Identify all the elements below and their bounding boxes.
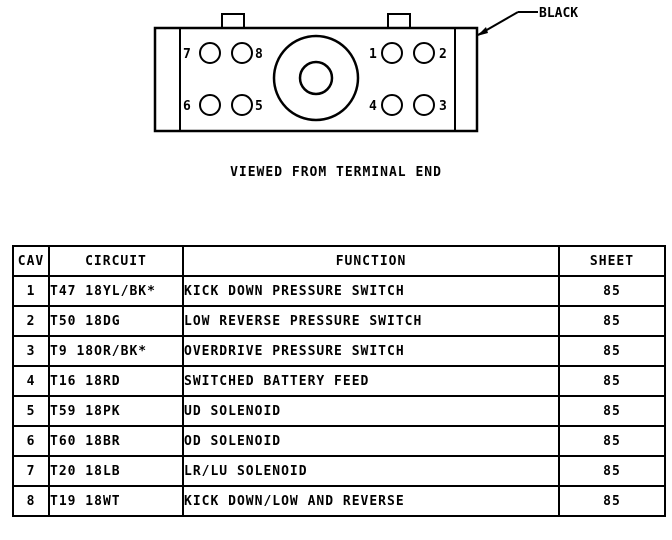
sheet-cell: 85 (558, 425, 666, 457)
cav-cell: 1 (12, 275, 50, 307)
function-cell: KICK DOWN PRESSURE SWITCH (182, 275, 560, 307)
table-row: 7 T20 18LB LR/LU SOLENOID 85 (12, 455, 666, 487)
cavity-6 (199, 94, 221, 116)
function-cell: LOW REVERSE PRESSURE SWITCH (182, 305, 560, 337)
function-cell: UD SOLENOID (182, 395, 560, 427)
cavity-4 (381, 94, 403, 116)
table-row: 3 T9 18OR/BK* OVERDRIVE PRESSURE SWITCH … (12, 335, 666, 367)
circuit-cell: T47 18YL/BK* (48, 275, 184, 307)
pin-label-5: 5 (255, 99, 263, 114)
circuit-cell: T19 18WT (48, 485, 184, 517)
circuit-cell: T50 18DG (48, 305, 184, 337)
cavity-5 (231, 94, 253, 116)
circuit-cell: T60 18BR (48, 425, 184, 457)
sheet-cell: 85 (558, 275, 666, 307)
pin-label-7: 7 (183, 47, 191, 62)
pin-label-3: 3 (439, 99, 447, 114)
cav-cell: 7 (12, 455, 50, 487)
function-cell: SWITCHED BATTERY FEED (182, 365, 560, 397)
table-row: 5 T59 18PK UD SOLENOID 85 (12, 395, 666, 427)
header-sheet: SHEET (558, 245, 666, 277)
cavity-8 (231, 42, 253, 64)
pin-label-8: 8 (255, 47, 263, 62)
table-row: 4 T16 18RD SWITCHED BATTERY FEED 85 (12, 365, 666, 397)
cavity-3 (413, 94, 435, 116)
circuit-cell: T16 18RD (48, 365, 184, 397)
header-function: FUNCTION (182, 245, 560, 277)
sheet-cell: 85 (558, 335, 666, 367)
connector-color-label: BLACK (539, 6, 578, 21)
header-cav: CAV (12, 245, 50, 277)
function-cell: OVERDRIVE PRESSURE SWITCH (182, 335, 560, 367)
pin-label-2: 2 (439, 47, 447, 62)
function-cell: LR/LU SOLENOID (182, 455, 560, 487)
sheet-cell: 85 (558, 485, 666, 517)
cav-cell: 3 (12, 335, 50, 367)
function-cell: KICK DOWN/LOW AND REVERSE (182, 485, 560, 517)
circuit-cell: T9 18OR/BK* (48, 335, 184, 367)
cav-cell: 8 (12, 485, 50, 517)
table-row: 1 T47 18YL/BK* KICK DOWN PRESSURE SWITCH… (12, 275, 666, 307)
table-row: 8 T19 18WT KICK DOWN/LOW AND REVERSE 85 (12, 485, 666, 517)
pin-label-4: 4 (369, 99, 377, 114)
connector-tab-right (387, 13, 411, 29)
cavity-1 (381, 42, 403, 64)
cavity-7 (199, 42, 221, 64)
sheet-cell: 85 (558, 365, 666, 397)
cav-cell: 2 (12, 305, 50, 337)
connector-diagram: 7 8 6 5 1 2 4 3 BLACK (153, 6, 578, 133)
function-cell: OD SOLENOID (182, 425, 560, 457)
center-boss-inner (298, 60, 334, 96)
table-header-row: CAV CIRCUIT FUNCTION SHEET (12, 245, 666, 277)
sheet-cell: 85 (558, 395, 666, 427)
pin-label-1: 1 (369, 47, 377, 62)
color-leader-arrow (477, 27, 488, 36)
cavity-2 (413, 42, 435, 64)
table-row: 6 T60 18BR OD SOLENOID 85 (12, 425, 666, 457)
connector-tab-left (221, 13, 245, 29)
cav-cell: 6 (12, 425, 50, 457)
cav-cell: 4 (12, 365, 50, 397)
view-caption: VIEWED FROM TERMINAL END (230, 165, 442, 180)
sheet-cell: 85 (558, 455, 666, 487)
header-circuit: CIRCUIT (48, 245, 184, 277)
sheet-cell: 85 (558, 305, 666, 337)
pin-label-6: 6 (183, 99, 191, 114)
circuit-cell: T59 18PK (48, 395, 184, 427)
table-row: 2 T50 18DG LOW REVERSE PRESSURE SWITCH 8… (12, 305, 666, 337)
cav-cell: 5 (12, 395, 50, 427)
pinout-table: CAV CIRCUIT FUNCTION SHEET 1 T47 18YL/BK… (12, 245, 666, 517)
circuit-cell: T20 18LB (48, 455, 184, 487)
